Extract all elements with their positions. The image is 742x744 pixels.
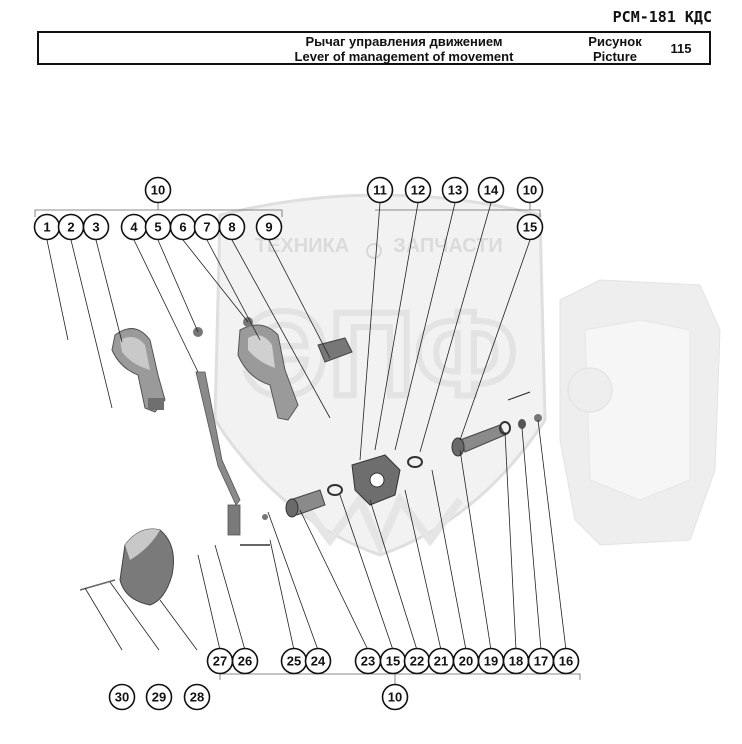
- svg-text:12: 12: [411, 183, 425, 198]
- callouts-bottom: 27 26 25 24 23 15 22 21 20 19 18 17 16: [206, 647, 580, 675]
- watermark-left-text: ТЕХНИКА: [255, 235, 349, 257]
- callout-16: 16: [552, 647, 580, 675]
- svg-text:18: 18: [509, 654, 523, 669]
- svg-text:21: 21: [434, 654, 448, 669]
- knob-cover: [119, 528, 174, 606]
- svg-text:19: 19: [484, 654, 498, 669]
- figure-number: 115: [670, 41, 692, 56]
- document-code: РСМ-181 КДС: [612, 8, 712, 26]
- svg-text:27: 27: [213, 654, 227, 669]
- callout-26: 26: [231, 647, 259, 675]
- callout-11: 11: [366, 176, 394, 204]
- small-parts: [79, 317, 542, 591]
- svg-text:9: 9: [265, 220, 272, 235]
- svg-text:10: 10: [151, 183, 165, 198]
- svg-text:7: 7: [203, 220, 210, 235]
- svg-text:24: 24: [311, 654, 326, 669]
- svg-text:5: 5: [154, 220, 161, 235]
- svg-text:13: 13: [448, 183, 462, 198]
- svg-text:8: 8: [228, 220, 235, 235]
- svg-text:3: 3: [92, 220, 99, 235]
- title-english: Lever of management of movement: [294, 49, 514, 64]
- callouts-bottom-left: 30 29 28: [108, 683, 211, 711]
- cam-plate: [351, 454, 401, 506]
- svg-text:6: 6: [179, 220, 186, 235]
- callout-group-label-top-left: 10: [144, 176, 172, 204]
- svg-text:28: 28: [190, 690, 204, 705]
- lever-handle-left: [111, 328, 166, 413]
- callout-6: 6: [169, 213, 197, 241]
- callout-2: 2: [57, 213, 85, 241]
- callout-right-item: 15: [516, 213, 544, 241]
- callout-18: 18: [502, 647, 530, 675]
- figure-label-english: Picture: [592, 49, 638, 64]
- svg-text:22: 22: [410, 654, 424, 669]
- svg-text:10: 10: [388, 690, 402, 705]
- callout-9: 9: [255, 213, 283, 241]
- callout-29: 29: [145, 683, 173, 711]
- gear-icon: [366, 243, 382, 259]
- callout-1: 1: [33, 213, 61, 241]
- title-block: Рычаг управления движением Lever of mana…: [37, 31, 711, 65]
- callout-23: 23: [354, 647, 382, 675]
- callout-13: 13: [441, 176, 469, 204]
- callouts-top: 1 2 3 4 5 6 7 8 9: [33, 213, 283, 241]
- leader-lines: [46, 202, 567, 651]
- callout-20: 20: [452, 647, 480, 675]
- callout-21: 21: [427, 647, 455, 675]
- callout-5: 5: [144, 213, 172, 241]
- svg-text:26: 26: [238, 654, 252, 669]
- callout-25: 25: [280, 647, 308, 675]
- callout-30: 30: [108, 683, 136, 711]
- svg-text:30: 30: [115, 690, 129, 705]
- lever-handle-center: [237, 324, 299, 421]
- svg-text:1: 1: [43, 220, 50, 235]
- watermark-right-text: ЗАПЧАСТИ: [393, 235, 503, 257]
- callout-28: 28: [183, 683, 211, 711]
- shaft-assembly: [285, 424, 506, 518]
- svg-text:29: 29: [152, 690, 166, 705]
- callout-27: 27: [206, 647, 234, 675]
- svg-text:4: 4: [130, 220, 138, 235]
- callout-3: 3: [82, 213, 110, 241]
- svg-text:15: 15: [386, 654, 400, 669]
- callout-group-label-top-right: 10: [516, 176, 544, 204]
- callout-22: 22: [403, 647, 431, 675]
- callout-14: 14: [477, 176, 505, 204]
- title-russian: Рычаг управления движением: [305, 34, 503, 49]
- svg-text:2: 2: [67, 220, 74, 235]
- callout-8: 8: [218, 213, 246, 241]
- svg-text:17: 17: [534, 654, 548, 669]
- callout-19: 19: [477, 647, 505, 675]
- callout-7: 7: [193, 213, 221, 241]
- svg-text:23: 23: [361, 654, 375, 669]
- callout-12: 12: [404, 176, 432, 204]
- rod-shaft: [195, 371, 241, 536]
- group-brackets: [34, 203, 581, 684]
- callout-4: 4: [120, 213, 148, 241]
- svg-text:16: 16: [559, 654, 573, 669]
- callout-24: 24: [304, 647, 332, 675]
- figure-label-russian: Рисунок: [588, 34, 642, 49]
- svg-text:15: 15: [523, 220, 537, 235]
- svg-text:14: 14: [484, 183, 499, 198]
- svg-text:10: 10: [523, 183, 537, 198]
- background-cabin: [559, 279, 721, 546]
- svg-text:20: 20: [459, 654, 473, 669]
- callout-15: 15: [379, 647, 407, 675]
- callouts-top-right: 11 12 13 14: [366, 176, 505, 204]
- svg-text:11: 11: [373, 183, 387, 198]
- callout-group-label-bottom: 10: [381, 683, 409, 711]
- svg-text:25: 25: [287, 654, 301, 669]
- callout-17: 17: [527, 647, 555, 675]
